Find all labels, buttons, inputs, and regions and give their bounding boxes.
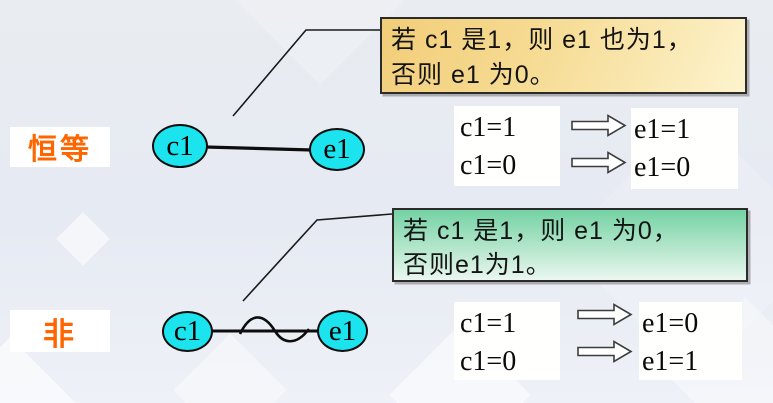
identity-input-values: c1=1 c1=0 [454, 106, 560, 186]
identity-edge-line [205, 145, 313, 152]
identity-input-row2: c1=0 [460, 150, 517, 181]
identity-callout-box: 若 c1 是1，则 e1 也为1， 否则 e1 为0。 [380, 17, 747, 94]
not-callout-line2: 否则e1为1。 [403, 251, 552, 279]
not-input-row1: c1=1 [460, 308, 517, 339]
identity-label-box: 恒等 [10, 127, 110, 167]
identity-callout-line1: 若 c1 是1，则 e1 也为1， [391, 26, 693, 54]
identity-callout-line [232, 29, 380, 117]
not-wave-symbol [238, 316, 311, 343]
not-callout-line1: 若 c1 是1，则 e1 为0， [403, 217, 679, 245]
not-label-box: 非 [10, 310, 110, 352]
identity-label-text: 恒等 [27, 134, 92, 166]
not-node-e1-text: e1 [328, 314, 357, 347]
not-output-row2: e1=1 [642, 346, 699, 377]
identity-output-row2: e1=0 [634, 152, 691, 183]
not-input-row2: c1=0 [460, 346, 517, 377]
not-node-c1: c1 [162, 311, 213, 352]
implies-arrow-icon [577, 303, 633, 326]
identity-node-c1-text: c1 [166, 129, 194, 162]
not-input-values: c1=1 c1=0 [454, 302, 560, 380]
identity-output-row1: e1=1 [634, 114, 691, 145]
implies-arrow-icon [571, 114, 627, 137]
not-output-values: e1=0 e1=1 [639, 302, 742, 380]
not-callout-box: 若 c1 是1，则 e1 为0， 否则e1为1。 [392, 208, 748, 282]
identity-node-e1: e1 [309, 128, 365, 171]
not-callout-line [242, 213, 393, 302]
identity-callout-line2: 否则 e1 为0。 [391, 61, 556, 89]
not-node-e1: e1 [317, 310, 368, 352]
identity-input-row1: c1=1 [460, 112, 517, 143]
not-output-row1: e1=0 [642, 308, 699, 339]
identity-node-c1: c1 [152, 124, 208, 168]
identity-node-e1-text: e1 [323, 133, 351, 165]
not-label-text: 非 [43, 316, 77, 352]
identity-output-values: e1=1 e1=0 [631, 108, 738, 189]
not-node-c1-text: c1 [173, 315, 202, 347]
implies-arrow-icon [577, 340, 633, 363]
implies-arrow-icon [571, 151, 627, 174]
